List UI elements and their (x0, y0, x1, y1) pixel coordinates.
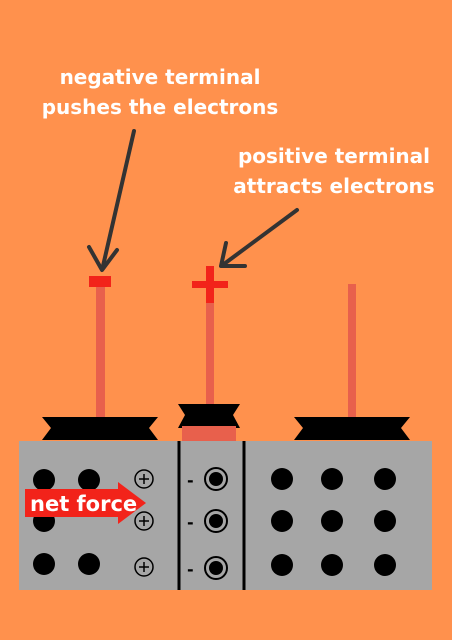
electron (271, 554, 293, 576)
middle-chamber-ions: - - - (187, 467, 228, 580)
positive-ions (134, 469, 154, 577)
electron (321, 468, 343, 490)
electron (321, 510, 343, 532)
negative-terminal-label-line1: negative terminal (59, 65, 261, 89)
positive-terminal-label-line2: attracts electrons (233, 174, 435, 198)
electron (33, 469, 55, 491)
net-force-label: net force (30, 492, 137, 516)
positive-pointer-arrow (219, 208, 299, 268)
right-chamber-electrons (271, 468, 396, 576)
left-rod (96, 285, 105, 420)
electron (321, 554, 343, 576)
positive-ion (134, 557, 154, 577)
electron-ring (204, 556, 228, 580)
electron (33, 553, 55, 575)
negative-terminal-symbol (89, 276, 111, 287)
electron (78, 469, 100, 491)
electron (374, 510, 396, 532)
electron (271, 510, 293, 532)
electron-ring (204, 509, 228, 533)
positive-terminal-label: positive terminal attracts electrons (218, 141, 450, 201)
minus-sign: - (187, 471, 194, 490)
electron (78, 553, 100, 575)
minus-sign: - (187, 513, 194, 532)
right-rod (348, 284, 356, 420)
right-cap (294, 417, 410, 440)
minus-sign: - (187, 560, 194, 579)
middle-cap-base (182, 426, 236, 442)
positive-terminal-label-line1: positive terminal (237, 144, 431, 168)
net-force-arrow: net force (25, 482, 146, 524)
middle-rod (206, 295, 214, 405)
negative-pointer-arrow (87, 129, 136, 272)
middle-cap (178, 404, 240, 428)
electron-ring (204, 467, 228, 491)
electron (271, 468, 293, 490)
electron (374, 468, 396, 490)
positive-terminal-symbol (192, 266, 228, 303)
positive-ion (134, 511, 154, 531)
left-cap (42, 417, 158, 440)
positive-ion (134, 469, 154, 489)
electron (374, 554, 396, 576)
negative-terminal-label-line2: pushes the electrons (41, 95, 279, 119)
negative-terminal-label: negative terminal pushes the electrons (0, 62, 320, 122)
